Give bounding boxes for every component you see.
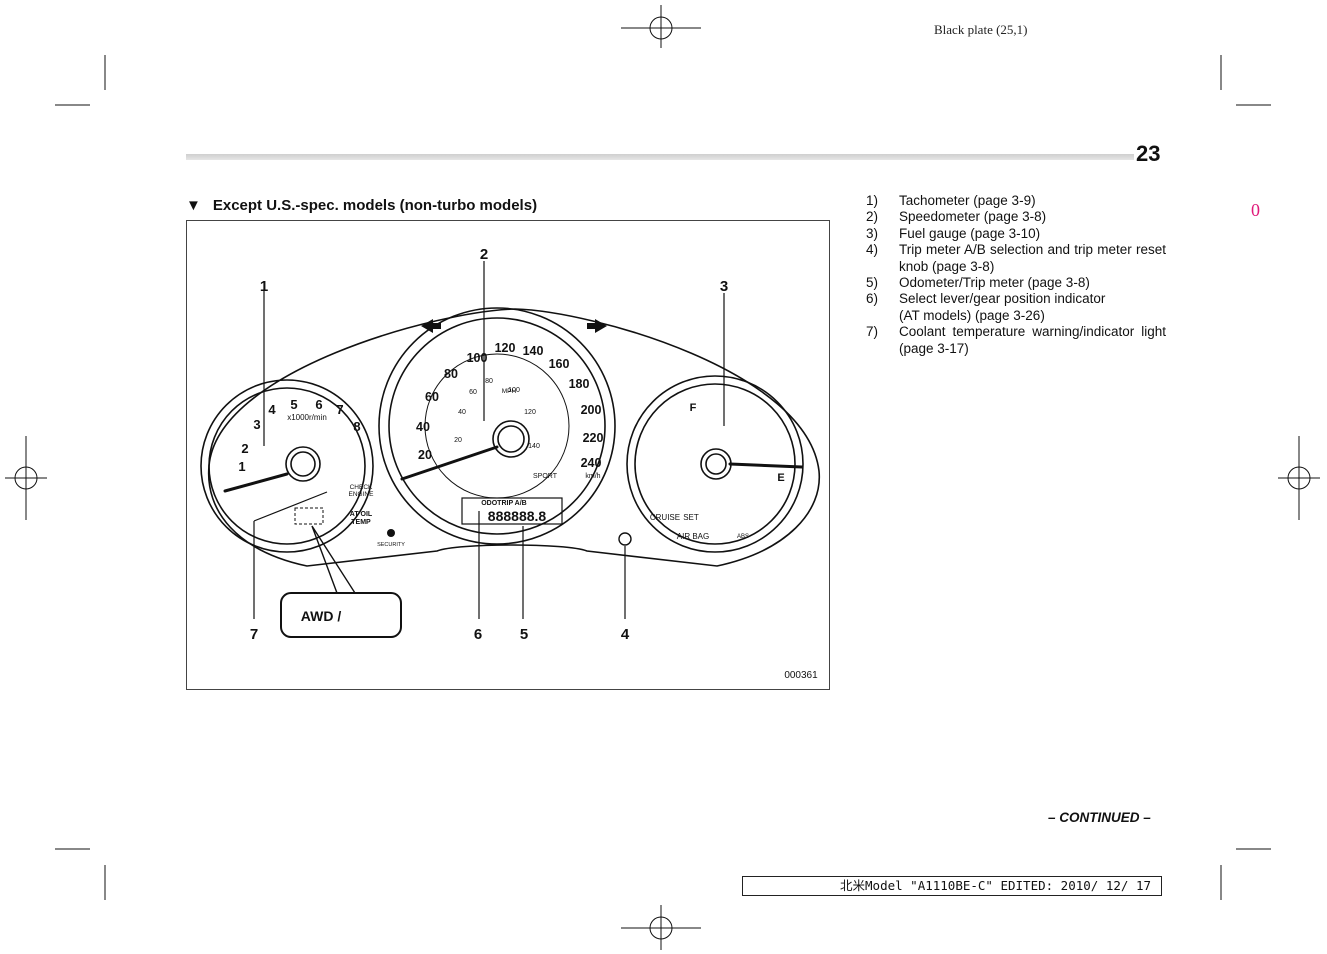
legend-item: 3) Fuel gauge (page 3-10) <box>866 226 1166 242</box>
legend-item: 5) Odometer/Trip meter (page 3-8) <box>866 275 1166 291</box>
speed-kmh-number: 60 <box>425 390 439 404</box>
speed-kmh-number: 240 <box>581 456 602 470</box>
speed-kmh-number: 200 <box>581 403 602 417</box>
callout-number: 1 <box>260 278 268 295</box>
legend-text: Odometer/Trip meter (page 3-8) <box>899 275 1090 291</box>
callout-number: 4 <box>621 626 630 643</box>
legend-number: 7) <box>866 324 879 340</box>
kmh-label: km/h <box>585 473 600 480</box>
legend-item: 6) Select lever/gear position indicator(A… <box>866 291 1166 324</box>
plate-label: Black plate (25,1) <box>934 22 1028 37</box>
legend-number: 5) <box>866 275 879 291</box>
legend-number: 1) <box>866 193 879 208</box>
tach-number: 1 <box>238 459 245 474</box>
speed-kmh-number: 80 <box>444 367 458 381</box>
fuel-full-label: F <box>690 402 697 414</box>
callout-legend: 1) Tachometer (page 3-9) 2) Speedometer (p… <box>866 193 1166 357</box>
callout-number: 3 <box>720 278 728 295</box>
continued-label: – CONTINUED – <box>1048 810 1151 825</box>
tach-unit-label: x1000r/min <box>287 413 327 422</box>
speed-kmh-number: 160 <box>549 357 570 371</box>
tach-number: 8 <box>353 419 360 434</box>
speed-mph-number: 20 <box>454 437 462 444</box>
abs-label: ABS <box>737 534 749 540</box>
legend-text-line2: (AT models) (page 3-26) <box>899 307 1045 323</box>
speed-kmh-number: 120 <box>495 341 516 355</box>
tach-number: 5 <box>290 397 297 412</box>
legend-text: Speedometer (page 3-8) <box>899 209 1047 225</box>
legend-text: Tachometer (page 3-9) <box>899 193 1036 208</box>
speed-mph-number: 60 <box>469 389 477 396</box>
footer-edit-stamp: 北米Model "A1110BE-C" EDITED: 2010/ 12/ 17 <box>742 876 1162 896</box>
legend-item: 1) Tachometer (page 3-9) <box>866 193 1166 209</box>
awd-label: AWD / <box>301 608 342 624</box>
legend-item: 4) Trip meter A/B selection and trip mete… <box>866 242 1166 275</box>
odo-digits: 888888.8 <box>488 508 547 524</box>
mph-label: MPH <box>502 388 517 395</box>
check-engine-label: CHECK <box>350 484 373 491</box>
legend-text: Coolant temperature warning/indicator li… <box>899 324 1166 356</box>
speed-mph-number: 40 <box>458 409 466 416</box>
tach-number: 6 <box>315 397 322 412</box>
legend-text: Fuel gauge (page 3-10) <box>899 225 1041 241</box>
legend-number: 4) <box>866 242 879 258</box>
tach-number: 4 <box>268 402 276 417</box>
speed-kmh-number: 20 <box>418 448 432 462</box>
legend-item: 2) Speedometer (page 3-8) <box>866 209 1166 225</box>
side-marker: 0 <box>1251 200 1260 220</box>
speed-kmh-number: 180 <box>569 377 590 391</box>
tach-number: 7 <box>336 402 343 417</box>
legend-number: 3) <box>866 225 879 241</box>
legend-text: Trip meter A/B selection and trip meter … <box>899 242 1166 274</box>
speed-kmh-number: 220 <box>583 431 604 445</box>
triangle-icon: ▼ <box>186 197 201 214</box>
speed-mph-number: 80 <box>485 378 493 385</box>
figure-code: 000361 <box>784 670 818 681</box>
check-engine-label: ENGINE <box>349 491 375 498</box>
tach-number: 2 <box>241 441 248 456</box>
section-heading: ▼ Except U.S.-spec. models (non-turbo mod… <box>186 197 537 214</box>
speed-mph-number: 100 <box>508 387 520 394</box>
callout-number: 7 <box>250 626 258 643</box>
cruise-label: CRUISE <box>650 513 680 522</box>
legend-item: 7) Coolant temperature warning/indicator … <box>866 324 1166 357</box>
speed-mph-number: 120 <box>524 409 536 416</box>
sport-label: SPORT <box>533 473 558 480</box>
header-rule <box>186 154 1134 160</box>
speed-mph-number: 140 <box>528 443 540 450</box>
speed-kmh-number: 100 <box>467 351 488 365</box>
set-label: SET <box>683 513 699 522</box>
legend-text: Select lever/gear position indicator <box>899 291 1106 307</box>
legend-number: 2) <box>866 209 879 225</box>
tach-number: 3 <box>253 417 260 432</box>
page-number: 23 <box>1136 141 1161 166</box>
at-oil-temp-label: AT OIL <box>350 511 373 518</box>
fuel-empty-label: E <box>777 472 784 484</box>
section-heading-text: Except U.S.-spec. models (non-turbo mode… <box>212 197 538 214</box>
odo-header-label: ODOTRIP A/B <box>481 500 527 507</box>
callout-number: 6 <box>474 626 482 643</box>
speed-kmh-number: 140 <box>523 344 544 358</box>
callout-number: 2 <box>480 246 488 263</box>
legend-number: 6) <box>866 291 879 307</box>
callout-number: 5 <box>520 626 528 643</box>
security-label: SECURITY <box>377 542 405 548</box>
airbag-label: AIR BAG <box>677 532 709 541</box>
at-oil-temp-label: TEMP <box>351 519 371 526</box>
speed-kmh-number: 40 <box>416 420 430 434</box>
